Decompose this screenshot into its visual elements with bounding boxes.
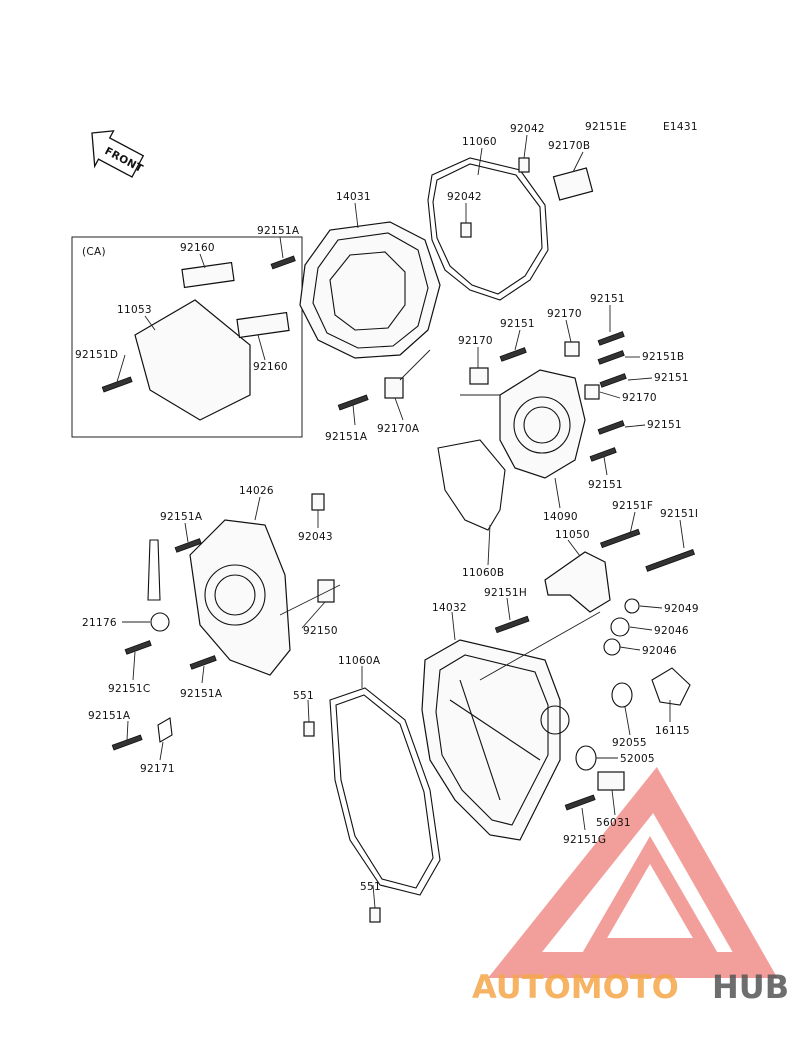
part-label: 92151I <box>660 508 698 520</box>
bolts <box>101 157 696 923</box>
part-label: 92151E <box>585 121 627 133</box>
part-label: 92151 <box>647 419 682 431</box>
part-label: 92170 <box>622 392 657 404</box>
part-label: 92170 <box>547 308 582 320</box>
part-label: 92151 <box>590 293 625 305</box>
part-label: 11060A <box>338 655 381 667</box>
part-label: 92171 <box>140 763 175 775</box>
part-label: 92151 <box>588 479 623 491</box>
part-label: 92055 <box>612 737 647 749</box>
watermark-word-a: AUTOMOTO <box>472 968 679 1006</box>
part-label: 92150 <box>303 625 338 637</box>
ca-label: (CA) <box>82 246 106 258</box>
part-label: 92042 <box>510 123 545 135</box>
part-label: 92160 <box>180 242 215 254</box>
part-label: 92151B <box>642 351 684 363</box>
diagram-code: E1431 <box>663 121 698 133</box>
part-label: 92151F <box>612 500 653 512</box>
part-label: 92151A <box>257 225 300 237</box>
part-label: 92043 <box>298 531 333 543</box>
part-label: 92151G <box>563 834 606 846</box>
part-label: 14026 <box>239 485 274 497</box>
part-label: 16115 <box>655 725 690 737</box>
part-label: 92151A <box>160 511 203 523</box>
part-label: 92170 <box>458 335 493 347</box>
cover-14026 <box>189 519 291 676</box>
part-label: 92170A <box>377 423 420 435</box>
part-label: 92046 <box>642 645 677 657</box>
part-label: 92151C <box>108 683 151 695</box>
watermark-logo <box>487 766 778 978</box>
part-label: 14032 <box>432 602 467 614</box>
part-label: 92046 <box>654 625 689 637</box>
part-label: 14031 <box>336 191 371 203</box>
part-label: 21176 <box>82 617 117 629</box>
leader-lines <box>116 134 685 909</box>
part-label: 11060B <box>462 567 504 579</box>
gasket-11060 <box>427 157 549 301</box>
cover-14031 <box>299 221 441 359</box>
front-arrow-icon: FRONT <box>91 130 145 178</box>
part-label: 56031 <box>596 817 631 829</box>
part-label: 92151H <box>484 587 527 599</box>
part-label: 92160 <box>253 361 288 373</box>
ca-box <box>71 236 303 438</box>
part-label: 92151A <box>88 710 131 722</box>
part-label: 92151A <box>325 431 368 443</box>
part-label: 92170B <box>548 140 590 152</box>
part-label: 11053 <box>117 304 152 316</box>
part-label: 92151D <box>75 349 118 361</box>
part-label: 551 <box>360 881 381 893</box>
part-label: 551 <box>293 690 314 702</box>
cover-11053 <box>134 261 290 421</box>
part-label: 92042 <box>447 191 482 203</box>
part-label: 92151A <box>180 688 223 700</box>
gasket-11060b <box>437 439 506 531</box>
part-label: 14090 <box>543 511 578 523</box>
part-label: 52005 <box>620 753 655 765</box>
cover-14090 <box>499 369 586 479</box>
cover-14032 <box>421 639 570 841</box>
part-label: 92151 <box>654 372 689 384</box>
part-label: 11060 <box>462 136 497 148</box>
gasket-11060a <box>329 687 441 896</box>
watermark-text: AUTOMOTO HUB <box>472 968 789 1006</box>
part-label: 92049 <box>664 603 699 615</box>
bracket-11050 <box>544 551 611 613</box>
part-label: 92151 <box>500 318 535 330</box>
part-label: 11050 <box>555 529 590 541</box>
watermark-word-b: HUB <box>712 968 789 1006</box>
part-labels: 92042 92151E 11060 92170B 14031 92042 92… <box>75 121 699 893</box>
